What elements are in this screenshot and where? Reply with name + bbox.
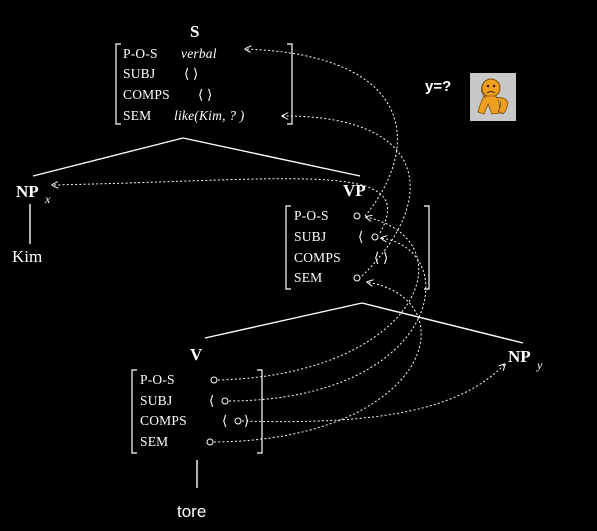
v-comps-close: ⟩ <box>244 413 249 428</box>
s-avm-left-bracket <box>115 43 121 125</box>
npx-label: NP <box>16 182 39 201</box>
s-subj-feature: SUBJ <box>123 66 155 81</box>
s-comps-feature: COMPS <box>123 87 170 102</box>
s-pos-value: verbal <box>181 46 217 61</box>
vp-node-label: VP <box>343 181 366 200</box>
v-comps-tag <box>234 417 242 425</box>
arc-v-sem-to-vp-sem <box>213 282 422 443</box>
npy-subscript: y <box>536 358 543 372</box>
y-question-label: y=? <box>425 78 451 95</box>
v-sem-feature: SEM <box>140 434 168 449</box>
vp-sem-tag <box>353 274 361 282</box>
vp-comps-feature: COMPS <box>294 250 341 265</box>
vp-comps-value: ⟨ ⟩ <box>374 250 389 265</box>
branch-vp-to-npy <box>361 302 524 344</box>
s-sem-feature: SEM <box>123 108 151 123</box>
v-sem-tag <box>206 438 214 446</box>
s-subj-value: ⟨ ⟩ <box>184 66 199 81</box>
word-kim: Kim <box>12 247 42 266</box>
branch-s-to-vp <box>182 137 361 177</box>
v-subj-feature: SUBJ <box>140 393 172 408</box>
vp-avm-right-bracket <box>424 205 430 290</box>
v-pos-tag <box>210 376 218 384</box>
s-node-label: S <box>190 22 199 41</box>
vp-subj-tag <box>371 233 379 241</box>
s-pos-feature: P-O-S <box>123 46 158 61</box>
v-subj-tag <box>221 397 229 405</box>
branch-s-to-npx <box>32 137 184 177</box>
vp-subj-feature: SUBJ <box>294 229 326 244</box>
v-avm-right-bracket <box>257 369 263 454</box>
v-pos-feature: P-O-S <box>140 372 175 387</box>
v-node-label: V <box>190 345 203 364</box>
vp-sem-feature: SEM <box>294 270 322 285</box>
vp-avm-left-bracket <box>285 205 291 290</box>
v-comps-open: ⟨ <box>222 413 227 428</box>
arc-vp-pos-to-s-pos <box>245 49 398 217</box>
s-sem-value: like(Kim, ? ) <box>174 108 245 123</box>
vp-pos-feature: P-O-S <box>294 208 329 223</box>
word-tore: tore <box>177 502 206 521</box>
arc-v-comps-to-npy <box>241 364 505 423</box>
s-comps-value: ⟨ ⟩ <box>198 87 213 102</box>
arc-vp-sem-to-s-sem <box>282 116 411 277</box>
npx-subscript: x <box>44 192 51 206</box>
arc-v-subj-to-vp-subj <box>228 238 427 402</box>
v-avm-left-bracket <box>131 369 137 454</box>
vp-pos-tag <box>353 212 361 220</box>
v-subj-open: ⟨ <box>209 393 214 408</box>
s-avm-right-bracket <box>287 43 293 125</box>
branch-vp-to-v <box>204 302 363 339</box>
arc-vp-subj-to-npx <box>52 178 389 234</box>
npy-label: NP <box>508 347 531 366</box>
v-comps-feature: COMPS <box>140 413 187 428</box>
vp-subj-open: ⟨ <box>358 229 363 244</box>
confused-figure-icon <box>470 73 516 121</box>
arc-v-pos-to-vp-pos <box>217 217 420 381</box>
